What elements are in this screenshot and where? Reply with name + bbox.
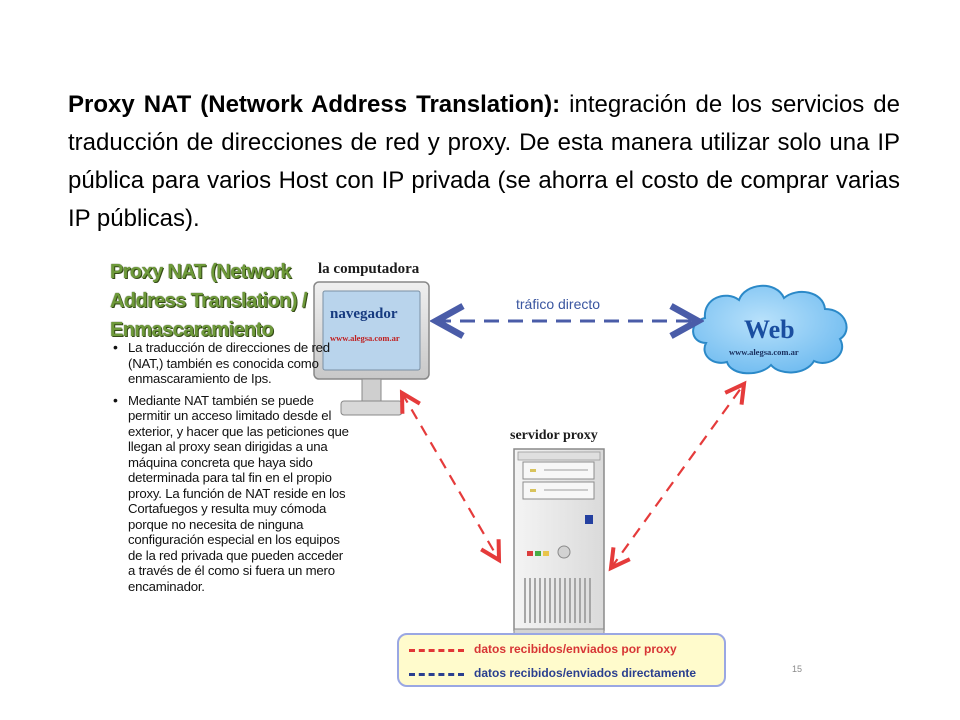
sidebar-title: Proxy NAT (Network Address Translation) … <box>110 258 345 345</box>
legend-row-direct: datos recibidos/enviados directamente <box>409 665 719 681</box>
sidebar-title-line-2: Address Translation) / <box>110 290 307 312</box>
computer-proxy-arrow <box>402 393 499 560</box>
browser-label: navegador <box>330 306 398 322</box>
diagram-legend: datos recibidos/enviados por proxy datos… <box>397 633 726 687</box>
legend-proxy-line <box>409 649 464 652</box>
proxy-server-label: servidor proxy <box>510 428 598 443</box>
web-cloud-icon <box>692 284 848 375</box>
sidebar-title-line-3: Enmascaramiento <box>110 319 274 341</box>
list-item: La traducción de direcciones de red (NAT… <box>110 340 353 387</box>
proxy-web-arrow <box>611 384 744 568</box>
intro-bold-term: Proxy NAT (Network Address Translation): <box>68 91 561 118</box>
web-url: www.alegsa.com.ar <box>729 347 799 357</box>
direct-traffic-label: tráfico directo <box>516 296 601 312</box>
browser-url: www.alegsa.com.ar <box>330 333 400 343</box>
intro-text: integración de los servicios de traducci… <box>68 91 900 232</box>
list-item: Mediante NAT también se puede permitir u… <box>110 393 353 595</box>
legend-direct-text: datos recibidos/enviados directamente <box>474 666 697 680</box>
page-number: 15 <box>792 664 803 674</box>
sidebar-title-line-1: Proxy NAT (Network <box>110 261 292 283</box>
computer-label: la computadora <box>318 261 420 277</box>
web-label: Web <box>744 315 795 344</box>
legend-direct-line <box>409 673 464 676</box>
sidebar-bullet-list: La traducción de direcciones de red (NAT… <box>110 340 353 600</box>
proxy-server-icon <box>513 448 605 635</box>
legend-proxy-text: datos recibidos/enviados por proxy <box>474 642 677 656</box>
legend-row-proxy: datos recibidos/enviados por proxy <box>409 641 719 657</box>
intro-paragraph: Proxy NAT (Network Address Translation):… <box>68 86 900 238</box>
